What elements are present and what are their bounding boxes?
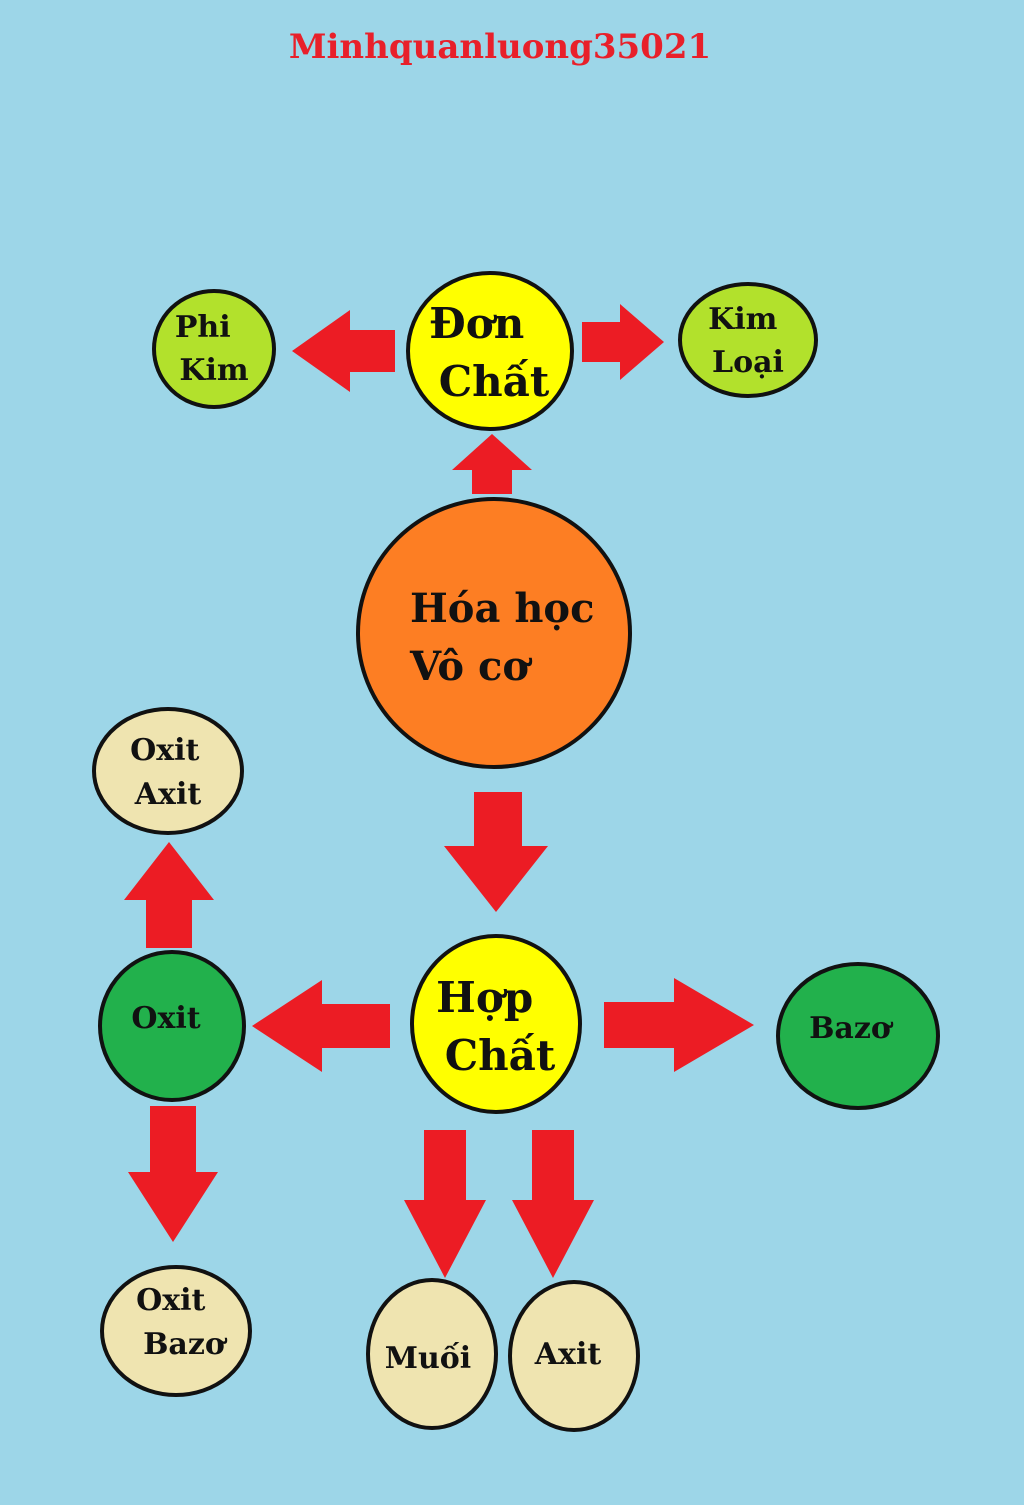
oxit-circle [98,950,246,1102]
bazo-circle [776,962,940,1110]
node-axit: Axit [508,1280,640,1432]
node-oxit: Oxit [98,950,246,1102]
oxit-bazo-line-1: Oxit [136,1283,205,1318]
oxit-axit-line-2: Axit [134,777,202,812]
svg-text:Bazơ: Bazơ [809,1011,894,1046]
kim-loai-line-1: Kim [708,302,777,337]
node-oxit-bazo: Oxit Bazơ [100,1265,252,1397]
arrow-oxit-to-oxit-bazo [128,1106,218,1242]
oxit-line-1: Oxit [131,1001,200,1036]
svg-text:Muối: Muối [385,1341,471,1376]
kim-loai-line-2: Loại [712,345,784,380]
hop-chat-circle [410,934,582,1114]
node-hop-chat: Hợp Chất [410,934,582,1114]
node-hoa-hoc-vo-co: Hóa học Vô cơ [356,497,632,769]
svg-text:Oxit: Oxit [131,1001,200,1036]
oxit-bazo-line-2: Bazơ [143,1327,228,1362]
arrow-hop-chat-to-muoi [404,1130,486,1278]
svg-text:Oxit Bazơ: Oxit Bazơ [136,1283,228,1362]
arrow-hop-chat-to-oxit [252,980,390,1072]
arrow-don-chat-to-phi-kim [292,310,395,392]
arrow-hop-chat-to-bazo [604,978,754,1072]
svg-text:Axit: Axit [534,1337,602,1372]
bazo-line-1: Bazơ [809,1011,894,1046]
axit-line-1: Axit [534,1337,602,1372]
hoa-hoc-vo-co-line-2: Vô cơ [409,643,532,690]
phi-kim-circle [152,289,276,409]
phi-kim-line-1: Phi [175,310,231,345]
svg-text:Oxit Axit: Oxit Axit [130,733,210,812]
node-kim-loai: Kim Loại [678,282,818,398]
muoi-circle [366,1278,498,1430]
arrows [124,304,754,1278]
svg-text:Phi Kim: Phi Kim [175,310,249,388]
arrow-center-to-hop-chat [444,792,548,912]
phi-kim-line-2: Kim [179,353,248,388]
don-chat-line-1: Đơn [429,299,524,348]
arrow-hop-chat-to-axit [512,1130,594,1278]
node-don-chat: Đơn Chất [406,271,574,431]
node-oxit-axit: Oxit Axit [92,707,244,835]
arrow-oxit-to-oxit-axit [124,842,214,948]
hop-chat-line-1: Hợp [436,973,533,1022]
don-chat-line-2: Chất [439,357,550,406]
node-muoi: Muối [366,1278,498,1430]
axit-circle [508,1280,640,1432]
muoi-line-1: Muối [385,1341,471,1376]
node-phi-kim: Phi Kim [152,289,276,409]
svg-text:Hợp Chất: Hợp Chất [436,973,556,1080]
svg-text:Đơn Chất: Đơn Chất [429,299,550,406]
don-chat-circle [406,271,574,431]
oxit-axit-line-1: Oxit [130,733,199,768]
hop-chat-line-2: Chất [445,1031,556,1080]
node-bazo: Bazơ [776,962,940,1110]
svg-text:Hóa học Vô cơ: Hóa học Vô cơ [409,585,608,690]
svg-text:Kim Loại: Kim Loại [708,302,788,380]
hoa-hoc-vo-co-circle [356,497,632,769]
oxit-axit-circle [92,707,244,835]
watermark: Minhquanluong35021 [289,27,711,67]
hoa-hoc-vo-co-line-1: Hóa học [410,585,594,632]
kim-loai-circle [678,282,818,398]
arrow-center-to-don-chat [452,434,532,494]
arrow-don-chat-to-kim-loai [582,304,664,380]
oxit-bazo-circle [100,1265,252,1397]
